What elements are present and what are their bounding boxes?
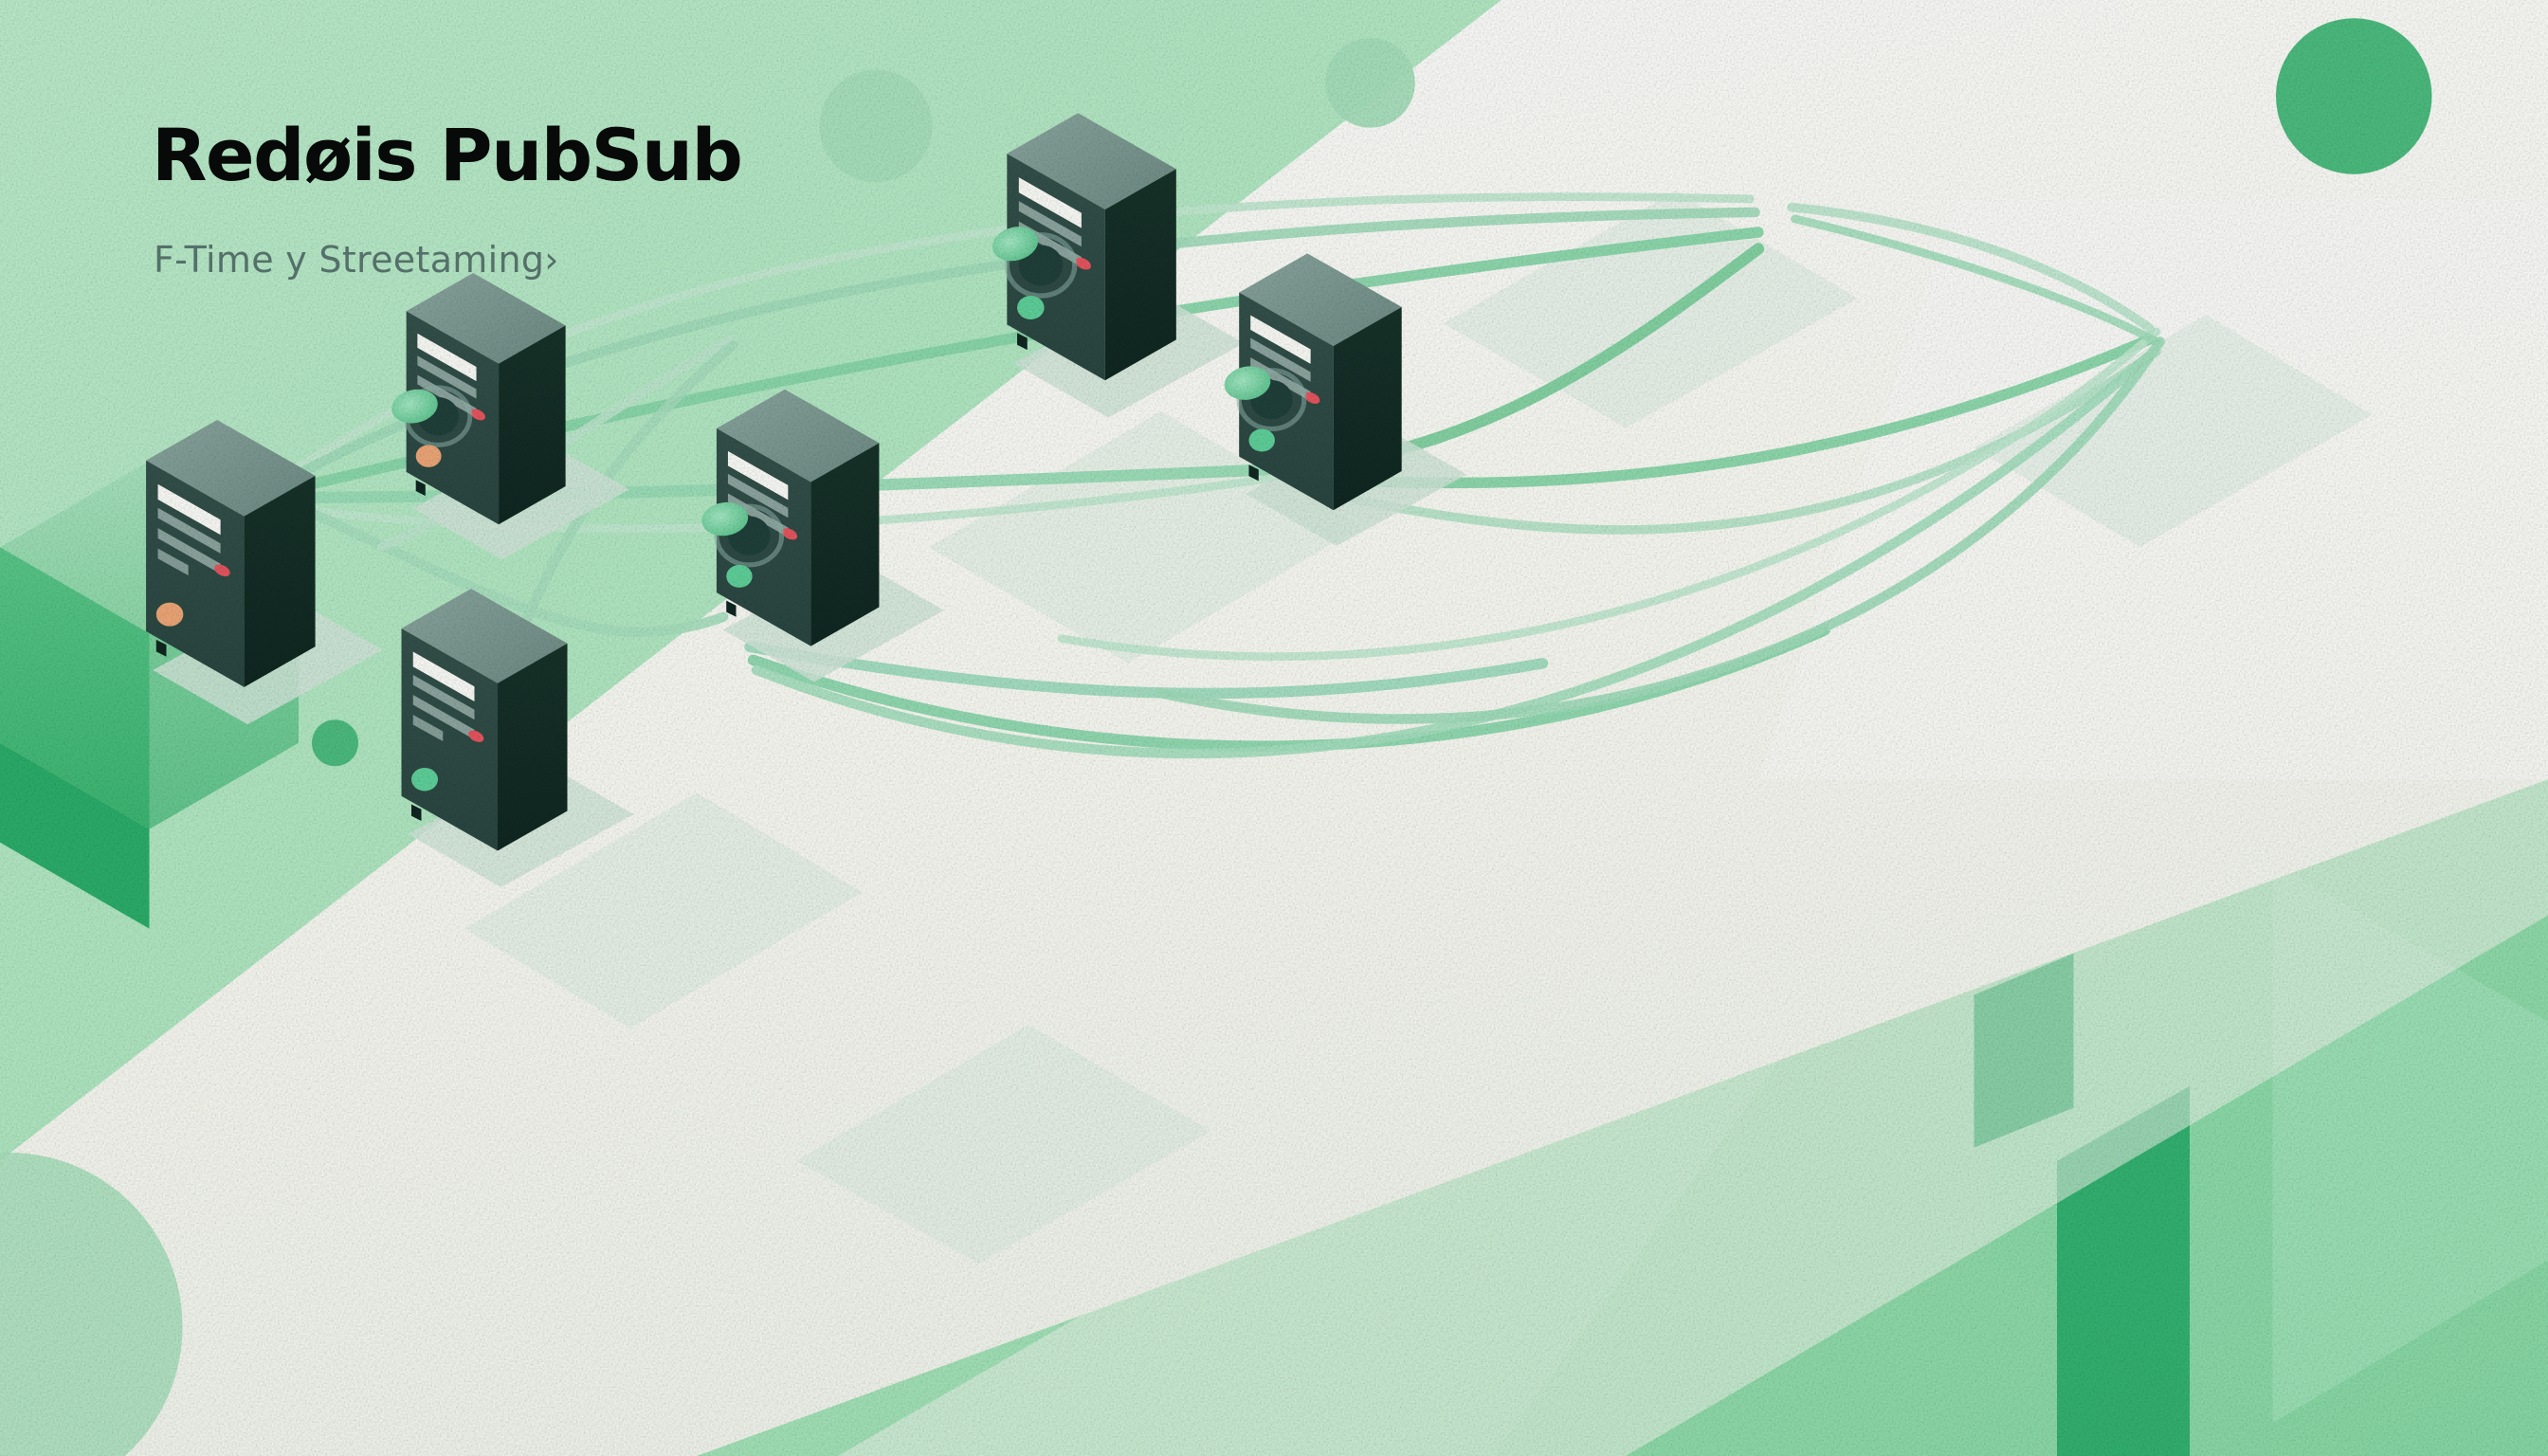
status-led-green (726, 564, 753, 588)
status-led-green (1017, 296, 1045, 320)
decor-circle-mint-top (819, 69, 933, 183)
page-title: Redøis PubSub (152, 113, 743, 197)
decor-circle-mint-upper (1325, 38, 1415, 128)
decor-circle-green-top (2276, 18, 2432, 174)
decor-circle-green-small (312, 719, 358, 767)
status-led-green (1248, 428, 1275, 452)
page-subtitle: F-Time y Streetaming› (154, 239, 559, 281)
status-led-green (411, 767, 438, 792)
status-led-orange (415, 445, 442, 467)
status-led-orange (155, 602, 184, 627)
